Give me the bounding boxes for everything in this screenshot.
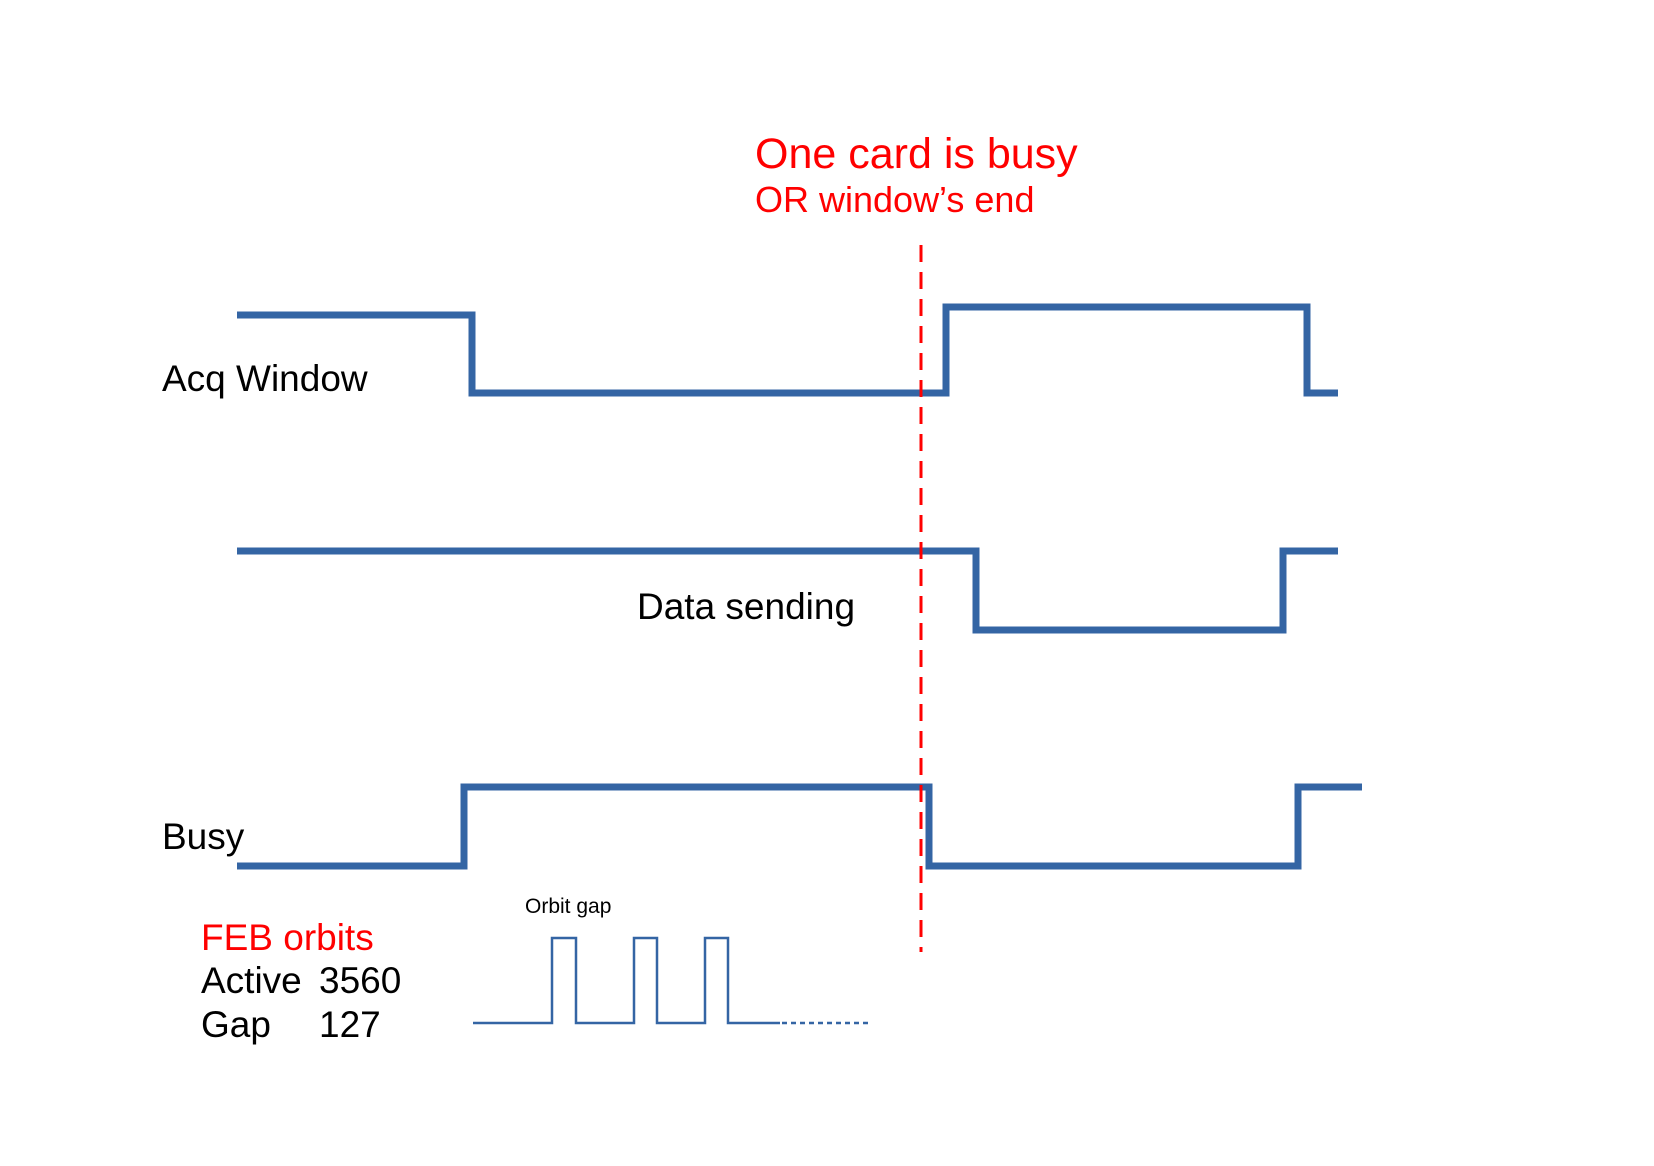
feb-gap-label: Gap xyxy=(201,1004,271,1045)
acq-window-label: Acq Window xyxy=(162,358,368,399)
feb-gap-value: 127 xyxy=(319,1004,381,1045)
data-sending-label: Data sending xyxy=(637,586,856,627)
feb-orbits-title: FEB orbits xyxy=(201,917,374,958)
busy-label: Busy xyxy=(162,816,245,857)
feb-active-label: Active xyxy=(201,960,302,1001)
busy-waveform xyxy=(237,783,1362,870)
orbit-pulse-train xyxy=(473,936,780,1025)
acq-window-waveform xyxy=(237,303,1338,397)
data-sending-waveform xyxy=(237,547,1338,634)
feb-active-value: 3560 xyxy=(319,960,402,1001)
annotation-subtitle: OR window’s end xyxy=(755,179,1035,220)
orbit-gap-label: Orbit gap xyxy=(525,895,612,918)
annotation-title: One card is busy xyxy=(755,130,1078,178)
